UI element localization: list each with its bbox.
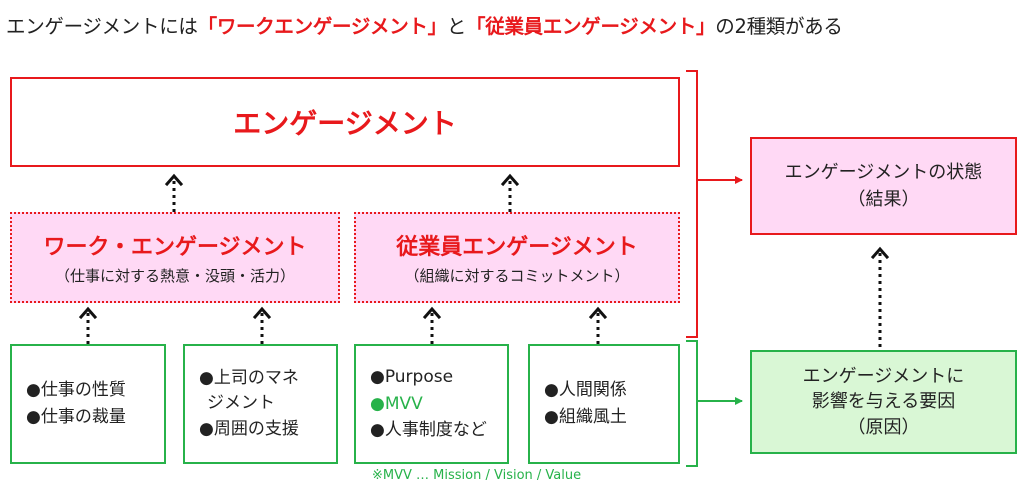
page-title: エンゲージメントには「ワークエンゲージメント」と「従業員エンゲージメント」の2種… <box>6 10 1018 39</box>
red-bracket <box>686 70 698 338</box>
title-text-1: エンゲージメントには <box>6 15 198 38</box>
title-text-3: の2種類がある <box>715 15 843 38</box>
cause-factor-box: エンゲージメントに 影響を与える要因 （原因） <box>750 350 1017 454</box>
employee-engagement-subtitle: （組織に対するコミットメント） <box>404 267 630 285</box>
engagement-label: エンゲージメント <box>233 107 457 140</box>
title-highlight-employee: 「従業員エンゲージメント」 <box>466 15 716 38</box>
cause-label-1: エンゲージメントに <box>802 366 965 388</box>
factor-item-mvv: ●MVV <box>370 393 423 414</box>
factor-item: ●周囲の支援 <box>199 418 299 439</box>
title-highlight-work: 「ワークエンゲージメント」 <box>197 15 448 38</box>
factor-item: ●組織風土 <box>544 407 627 427</box>
engagement-box: エンゲージメント <box>10 77 680 167</box>
title-text-2: と <box>446 15 467 38</box>
factor-box-work-nature: ●仕事の性質 ●仕事の裁量 <box>10 344 166 464</box>
factor-item: ●仕事の性質 <box>26 379 126 400</box>
state-result-box: エンゲージメントの状態 （結果） <box>750 137 1017 235</box>
work-engagement-subtitle: （仕事に対する熱意・没頭・活力） <box>54 267 295 285</box>
cause-sublabel: （原因） <box>847 416 920 438</box>
factor-item: ●上司のマネ <box>199 367 299 388</box>
employee-engagement-box: 従業員エンゲージメント （組織に対するコミットメント） <box>354 212 680 303</box>
factor-item: ●Purpose <box>370 367 454 388</box>
employee-engagement-title: 従業員エンゲージメント <box>396 235 638 260</box>
green-bracket <box>686 340 698 467</box>
factor-item: ●人事制度など <box>370 420 487 441</box>
factor-box-management: ●上司のマネ ジメント ●周囲の支援 <box>183 344 338 464</box>
state-label: エンゲージメントの状態 <box>784 162 983 183</box>
factor-item: ●人間関係 <box>544 379 627 400</box>
factor-box-relations: ●人間関係 ●組織風土 <box>528 344 680 464</box>
factor-item: ●仕事の裁量 <box>26 407 126 427</box>
work-engagement-title: ワーク・エンゲージメント <box>43 235 307 260</box>
work-engagement-box: ワーク・エンゲージメント （仕事に対する熱意・没頭・活力） <box>10 212 340 303</box>
mvv-footnote: ※MVV … Mission / Vision / Value <box>372 468 582 483</box>
state-sublabel: （結果） <box>847 189 920 210</box>
cause-label-2: 影響を与える要因 <box>811 391 956 413</box>
factor-item: ジメント <box>207 393 275 414</box>
factor-box-purpose: ●Purpose ●MVV ●人事制度など <box>354 344 509 464</box>
